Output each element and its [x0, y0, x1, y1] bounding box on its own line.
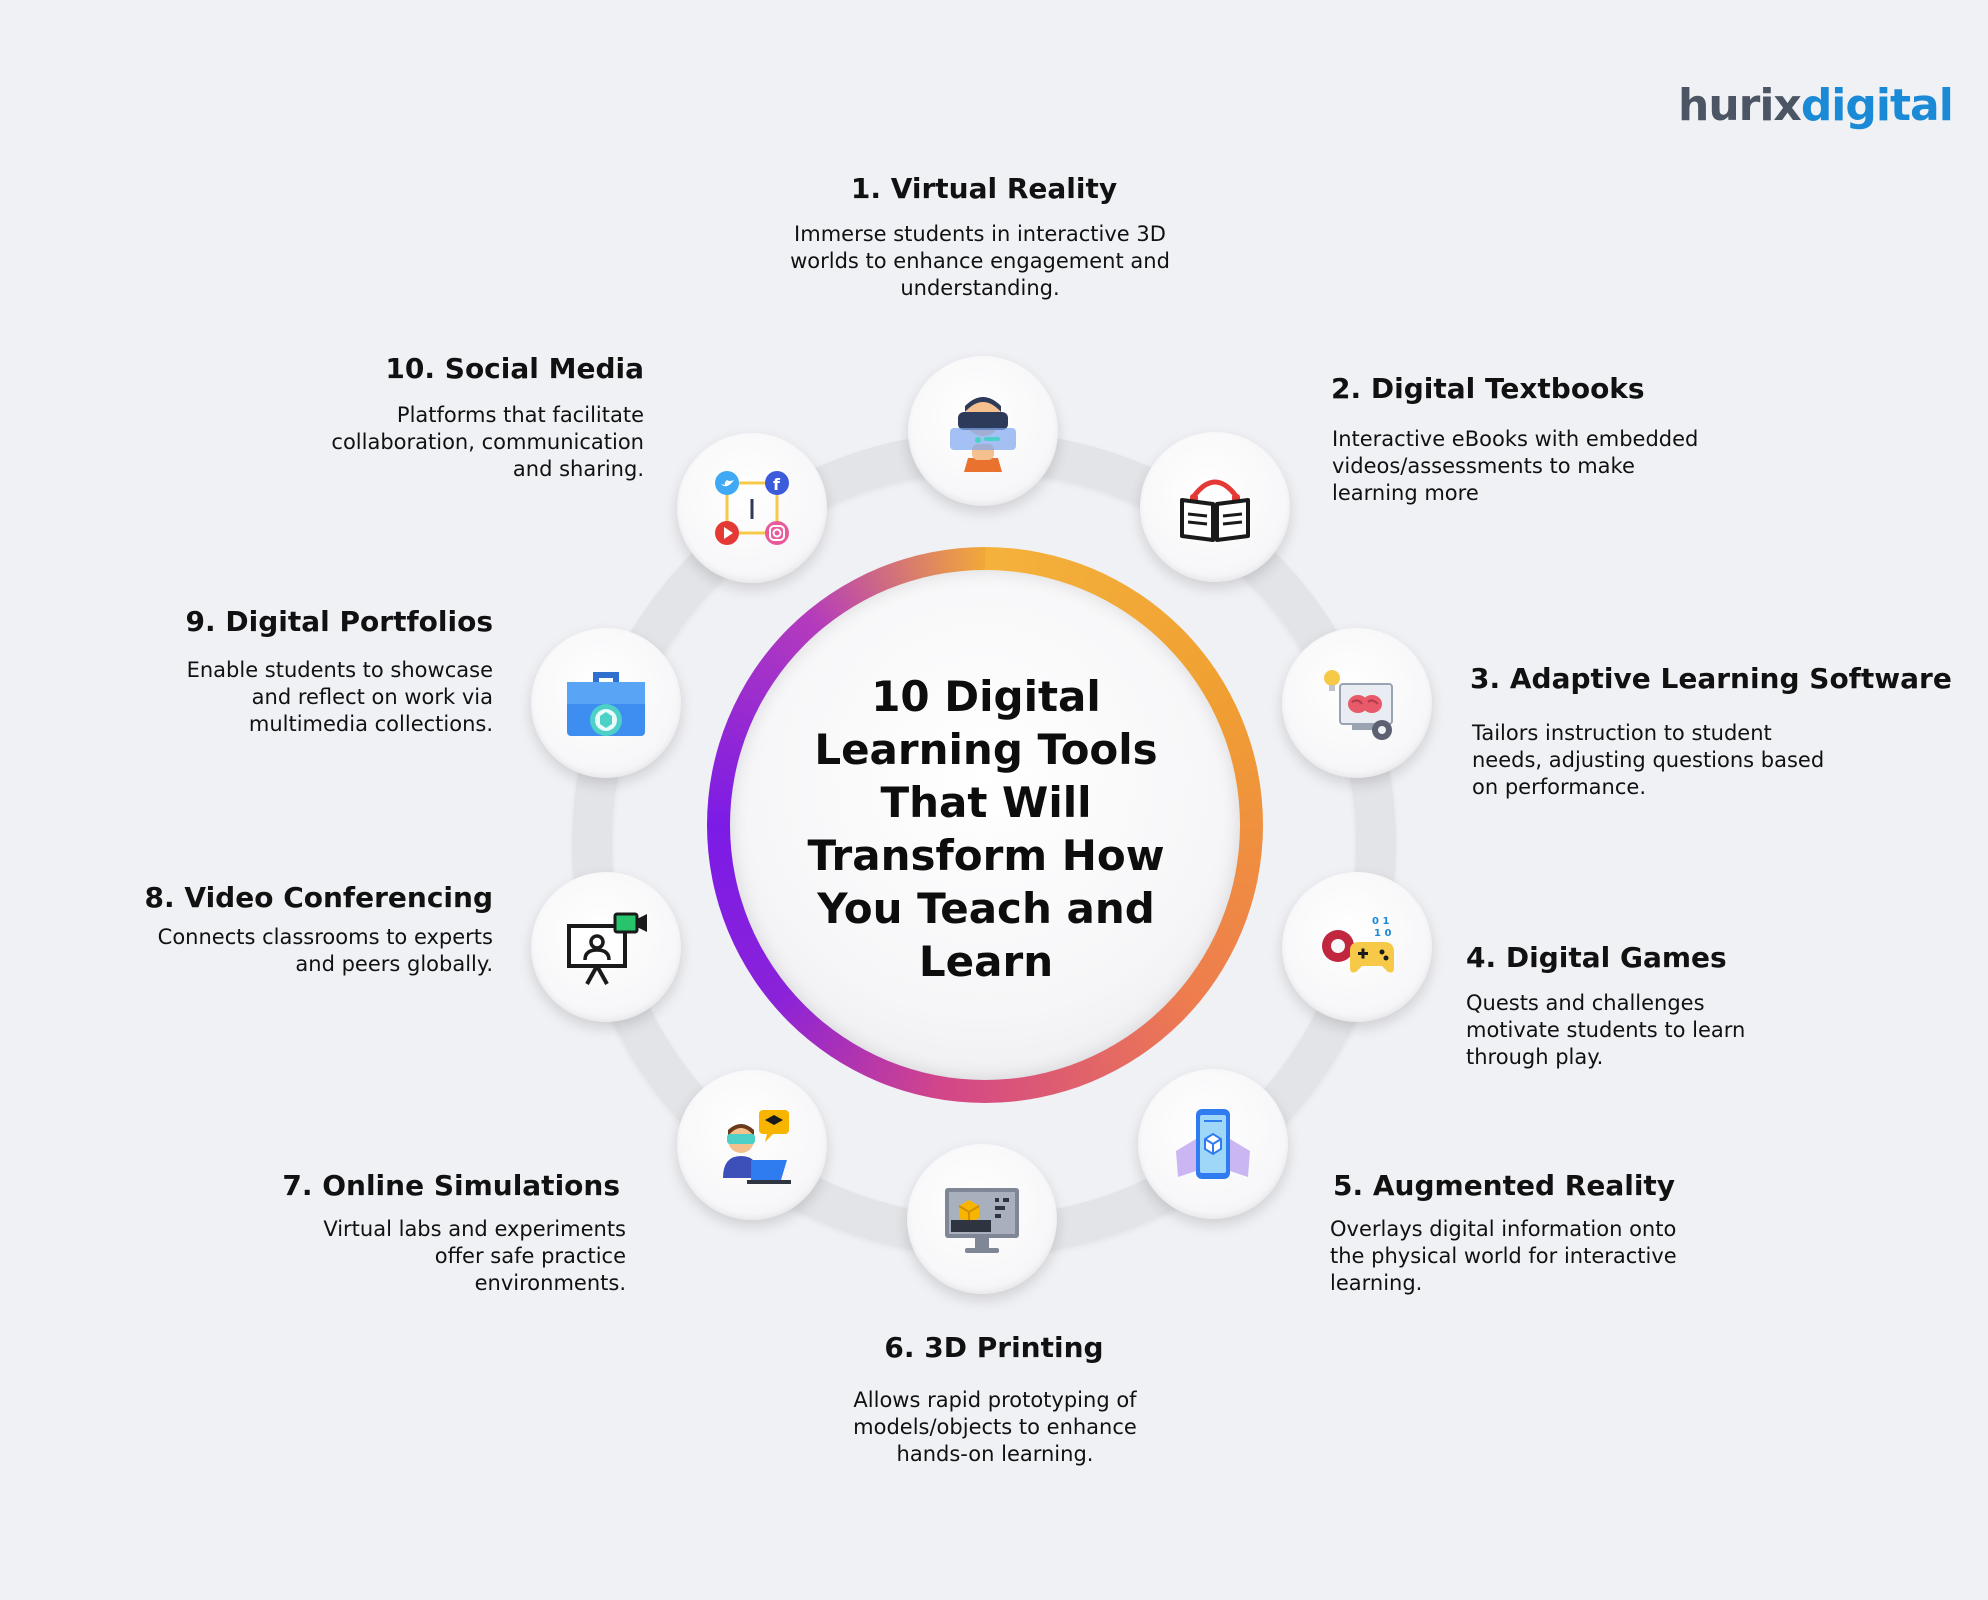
- desc-video-conferencing: Connects classrooms to experts and peers…: [157, 925, 493, 976]
- node-digital-textbooks: [1140, 432, 1290, 582]
- desc-virtual-reality: Immerse students in interactive 3D world…: [790, 222, 1170, 300]
- title-digital-portfolios: 9. Digital Portfolios: [185, 605, 493, 638]
- svg-text:0 1: 0 1: [1372, 916, 1389, 927]
- title-virtual-reality: 1. Virtual Reality: [850, 172, 1118, 205]
- title-video-conferencing: 8. Video Conferencing: [144, 881, 493, 914]
- desc-digital-portfolios: Enable students to showcase and reflect …: [186, 658, 493, 736]
- 3d-printer-monitor-icon: [945, 1188, 1019, 1253]
- desc-digital-textbooks: Interactive eBooks with embedded videos/…: [1332, 427, 1699, 505]
- title-digital-textbooks: 2. Digital Textbooks: [1331, 372, 1645, 405]
- video-presentation-icon: [567, 912, 647, 985]
- center-title: 10 Digital Learning Tools That Will Tran…: [807, 672, 1165, 986]
- node-digital-games: 0 1 1 0: [1282, 872, 1432, 1022]
- desc-digital-games: Quests and challenges motivate students …: [1466, 991, 1746, 1069]
- node-adaptive-learning: [1282, 628, 1432, 778]
- desc-adaptive-learning: Tailors instruction to student needs, ad…: [1472, 721, 1825, 799]
- briefcase-icon: [567, 672, 645, 736]
- node-social-media: f: [677, 433, 827, 583]
- ar-phone-icon: [1176, 1109, 1250, 1179]
- logo-text-digital: digital: [1800, 80, 1954, 131]
- node-online-simulations: [677, 1070, 827, 1220]
- node-augmented-reality: [1138, 1069, 1288, 1219]
- desc-3d-printing: Allows rapid prototyping of models/objec…: [853, 1388, 1137, 1466]
- social-media-icon: f: [715, 471, 789, 545]
- title-augmented-reality: 5. Augmented Reality: [1333, 1169, 1676, 1202]
- node-video-conferencing: [531, 872, 681, 1022]
- title-social-media: 10. Social Media: [385, 352, 644, 385]
- node-digital-portfolios: [531, 628, 681, 778]
- title-3d-printing: 6. 3D Printing: [884, 1331, 1104, 1364]
- title-digital-games: 4. Digital Games: [1466, 941, 1727, 974]
- gamepad-gear-icon: 0 1 1 0: [1322, 916, 1394, 973]
- center-disc: [730, 570, 1240, 1080]
- title-online-simulations: 7. Online Simulations: [282, 1169, 620, 1202]
- title-adaptive-learning: 3. Adaptive Learning Software: [1470, 662, 1952, 695]
- node-3d-printing: [907, 1144, 1057, 1294]
- logo-text-hurix: hurix: [1678, 80, 1802, 131]
- brand-logo: hurixdigital: [1678, 80, 1954, 131]
- vr-headset-icon: [950, 397, 1016, 472]
- desc-online-simulations: Virtual labs and experiments offer safe …: [323, 1217, 626, 1295]
- svg-text:1 0: 1 0: [1374, 928, 1391, 939]
- svg-text:f: f: [773, 475, 781, 494]
- vr-student-laptop-icon: [723, 1110, 791, 1184]
- brain-monitor-icon: [1324, 670, 1393, 740]
- ebook-headphones-icon: [1180, 479, 1250, 542]
- node-virtual-reality: [908, 356, 1058, 506]
- desc-augmented-reality: Overlays digital information onto the ph…: [1330, 1217, 1677, 1295]
- desc-social-media: Platforms that facilitate collaboration,…: [331, 403, 644, 481]
